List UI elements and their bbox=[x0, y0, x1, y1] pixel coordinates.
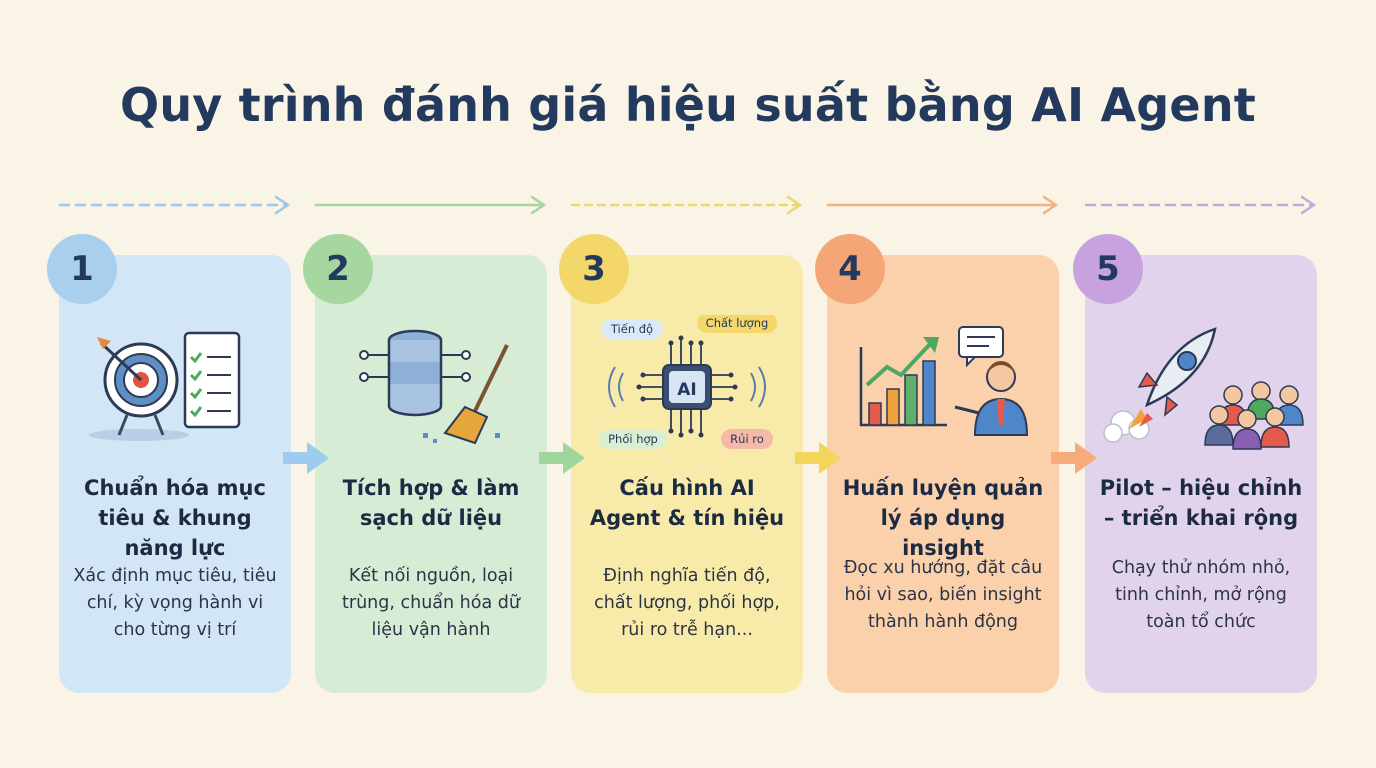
step-title-3: Cấu hình AI Agent & tín hiệu bbox=[589, 476, 785, 530]
step-number-badge-4: 4 bbox=[815, 234, 885, 304]
step-card-4: Huấn luyện quản lý áp dụng insight Đọc x… bbox=[827, 255, 1059, 693]
flow-arrow-2 bbox=[314, 195, 547, 215]
ai-chip-label: AI bbox=[677, 380, 696, 400]
step-title-5: Pilot – hiệu chỉnh – triển khai rộng bbox=[1099, 476, 1303, 530]
target-checklist-icon bbox=[89, 331, 241, 441]
page-title: Quy trình đánh giá hiệu suất bằng AI Age… bbox=[120, 78, 1256, 132]
step-number-badge-2: 2 bbox=[303, 234, 373, 304]
ai-chip-icon: AI Tiến độ Chất lượng Phối hợp Rủi ro bbox=[599, 315, 777, 449]
step-number-badge-1: 1 bbox=[47, 234, 117, 304]
flow-arrow-4 bbox=[826, 195, 1059, 215]
connector-arrow-3-4 bbox=[795, 442, 841, 474]
tag-progress: Tiến độ bbox=[601, 319, 663, 339]
step-title-2: Tích hợp & làm sạch dữ liệu bbox=[342, 476, 520, 530]
tag-label-quality: Chất lượng bbox=[706, 316, 769, 330]
flow-arrow-3 bbox=[570, 195, 803, 215]
step-title-4: Huấn luyện quản lý áp dụng insight bbox=[842, 476, 1044, 560]
tag-label-collaboration: Phối hợp bbox=[608, 432, 658, 446]
step-desc-4: Đọc xu hướng, đặt câu hỏi vì sao, biến i… bbox=[843, 558, 1043, 632]
tag-quality: Chất lượng bbox=[697, 315, 777, 333]
step-desc-2: Kết nối nguồn, loại trùng, chuẩn hóa dữ … bbox=[342, 566, 520, 640]
step-number-badge-5: 5 bbox=[1073, 234, 1143, 304]
flow-arrows bbox=[58, 195, 1317, 215]
step-number-badge-3: 3 bbox=[559, 234, 629, 304]
connector-arrow-2-3 bbox=[539, 442, 585, 474]
step-desc-1: Xác định mục tiêu, tiêu chí, kỳ vọng hàn… bbox=[73, 566, 277, 640]
connector-arrow-4-5 bbox=[1051, 442, 1097, 474]
tag-label-risk: Rủi ro bbox=[730, 432, 764, 446]
connector-arrow-1-2 bbox=[283, 442, 329, 474]
flow-arrow-5 bbox=[1084, 195, 1317, 215]
step-card-2: Tích hợp & làm sạch dữ liệu Kết nối nguồ… bbox=[315, 255, 547, 693]
tag-risk: Rủi ro bbox=[721, 429, 773, 449]
growth-chart-presenter-icon bbox=[859, 326, 1029, 436]
flow-arrow-1 bbox=[58, 195, 291, 215]
step-card-1: Chuẩn hóa mục tiêu & khung năng lực Xác … bbox=[59, 255, 291, 693]
rocket-team-icon bbox=[1103, 327, 1304, 450]
database-broom-icon bbox=[359, 329, 509, 445]
step-card-3: AI Tiến độ Chất lượng Phối hợp Rủi ro Cấ… bbox=[571, 255, 803, 693]
step-card-5: Pilot – hiệu chỉnh – triển khai rộng Chạ… bbox=[1085, 255, 1317, 693]
tag-collaboration: Phối hợp bbox=[599, 429, 667, 449]
tag-label-progress: Tiến độ bbox=[610, 322, 653, 336]
step-desc-3: Định nghĩa tiến độ, chất lượng, phối hợp… bbox=[594, 566, 780, 640]
step-title-1: Chuẩn hóa mục tiêu & khung năng lực bbox=[84, 476, 266, 560]
step-desc-5: Chạy thử nhóm nhỏ, tinh chỉnh, mở rộng t… bbox=[1111, 558, 1291, 632]
